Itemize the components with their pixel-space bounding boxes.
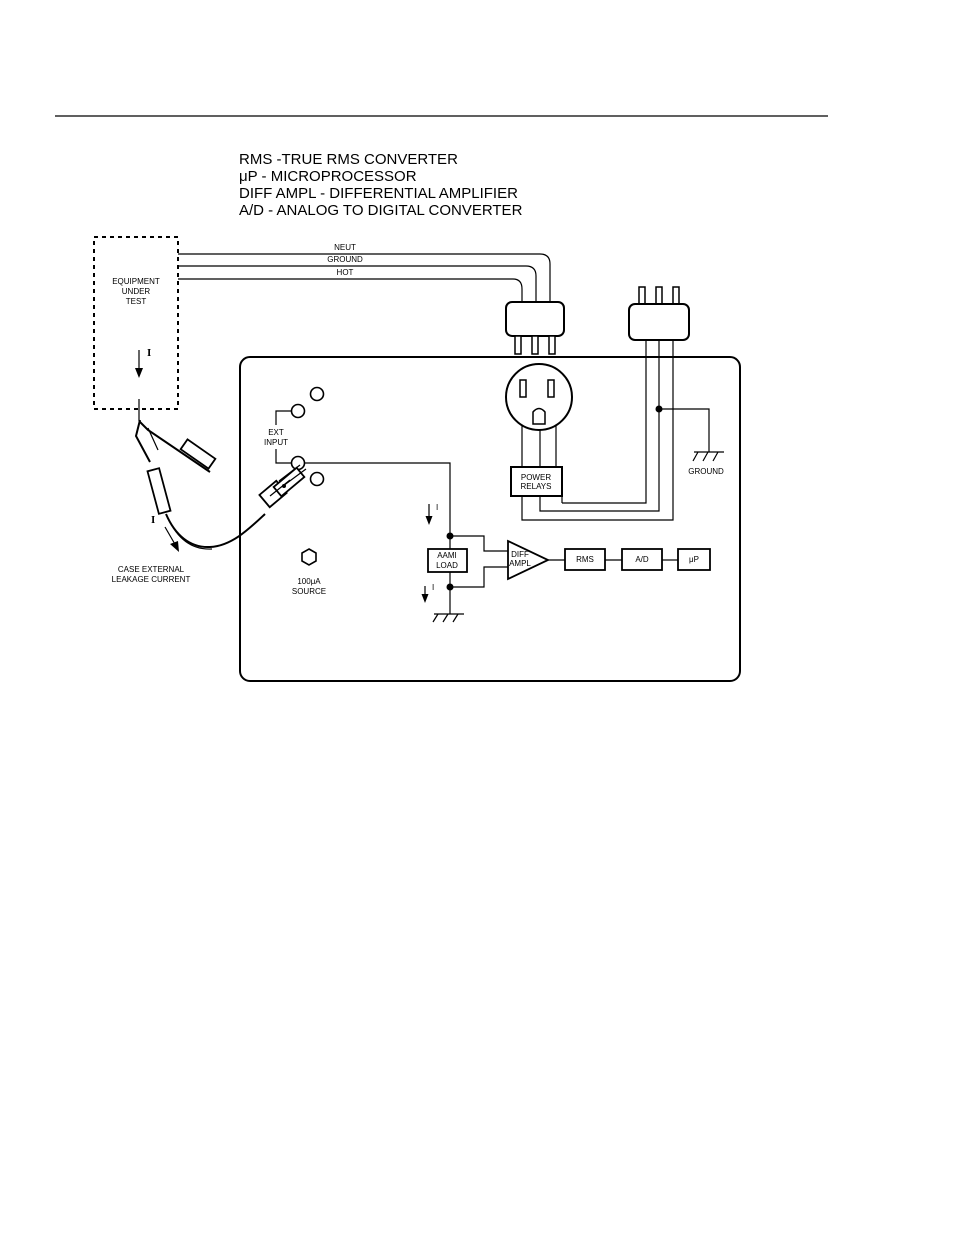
microprocessor-label: μP bbox=[689, 555, 699, 564]
source-terminal-hex[interactable] bbox=[301, 548, 317, 566]
analyzer-enclosure bbox=[239, 356, 741, 682]
ext-input-wire bbox=[305, 462, 451, 536]
leakage-label-1: CASE EXTERNAL bbox=[118, 565, 185, 574]
ext-input-label-2: INPUT bbox=[264, 438, 288, 447]
ground-label: GROUND bbox=[688, 467, 724, 476]
ext-input-jack-bottom[interactable] bbox=[309, 471, 325, 487]
diff-amplifier bbox=[507, 539, 551, 581]
mains-plug bbox=[628, 286, 690, 341]
legend-rms: RMS -TRUE RMS CONVERTER bbox=[239, 151, 458, 168]
microprocessor-block bbox=[677, 548, 711, 571]
mains-wiring bbox=[521, 340, 674, 521]
current-arrow-ground bbox=[421, 586, 429, 603]
wire-label-neut: NEUT bbox=[334, 243, 356, 252]
current-label-eut: I bbox=[147, 347, 151, 359]
eut-plug[interactable] bbox=[505, 301, 565, 355]
current-label-leakage: I bbox=[151, 514, 155, 526]
wire-label-hot: HOT bbox=[337, 268, 354, 277]
leakage-label-2: LEAKAGE CURRENT bbox=[112, 575, 191, 584]
diff-amp-inputs bbox=[450, 535, 508, 588]
load-ground bbox=[432, 587, 464, 623]
ext-input-jack-top[interactable] bbox=[309, 386, 325, 402]
aami-label-2: LOAD bbox=[436, 561, 458, 570]
legend-ad: A/D - ANALOG TO DIGITAL CONVERTER bbox=[239, 202, 523, 219]
ext-input-jack-upper[interactable] bbox=[290, 403, 306, 419]
source-label-1: 100μA bbox=[297, 577, 321, 586]
equipment-under-test-box bbox=[93, 236, 179, 410]
legend-microprocessor: μP - MICROPROCESSOR bbox=[239, 168, 417, 185]
chassis-ground bbox=[655, 405, 724, 462]
wire-label-ground: GROUND bbox=[327, 255, 363, 264]
banana-plug[interactable] bbox=[258, 464, 307, 509]
power-relays-label-2: RELAYS bbox=[521, 482, 552, 491]
current-arrow-eut bbox=[135, 350, 143, 378]
power-relays-label-1: POWER bbox=[521, 473, 551, 482]
current-arrow-load bbox=[425, 504, 433, 525]
eut-label-1: EQUIPMENT bbox=[112, 277, 160, 286]
ext-input-label-1: EXT bbox=[268, 428, 284, 437]
diff-label-2: AMPL bbox=[509, 559, 531, 568]
ext-input-jack-lower[interactable] bbox=[290, 455, 306, 471]
ext-input-bracket-bottom bbox=[275, 449, 291, 464]
rms-label: RMS bbox=[576, 555, 594, 564]
aami-label-1: AAMI bbox=[437, 551, 457, 560]
source-label-2: SOURCE bbox=[292, 587, 326, 596]
diff-label-1: DIFF bbox=[511, 550, 529, 559]
power-relays-box bbox=[510, 466, 563, 497]
receptacle-outlet[interactable] bbox=[505, 363, 573, 431]
leakage-current-arrow bbox=[164, 526, 179, 552]
ext-input-bracket-top bbox=[275, 410, 291, 425]
aami-load-box bbox=[427, 548, 468, 573]
receptacle-wiring bbox=[521, 426, 557, 467]
eut-label-2: UNDER bbox=[122, 287, 151, 296]
current-label-load: I bbox=[436, 503, 438, 512]
power-cord bbox=[178, 253, 551, 304]
eut-label-3: TEST bbox=[126, 297, 147, 306]
ad-label: A/D bbox=[635, 555, 649, 564]
current-label-ground: I bbox=[432, 583, 434, 592]
legend-diff-ampl: DIFF AMPL - DIFFERENTIAL AMPLIFIER bbox=[239, 185, 518, 202]
alligator-clip-lead[interactable] bbox=[134, 399, 266, 550]
